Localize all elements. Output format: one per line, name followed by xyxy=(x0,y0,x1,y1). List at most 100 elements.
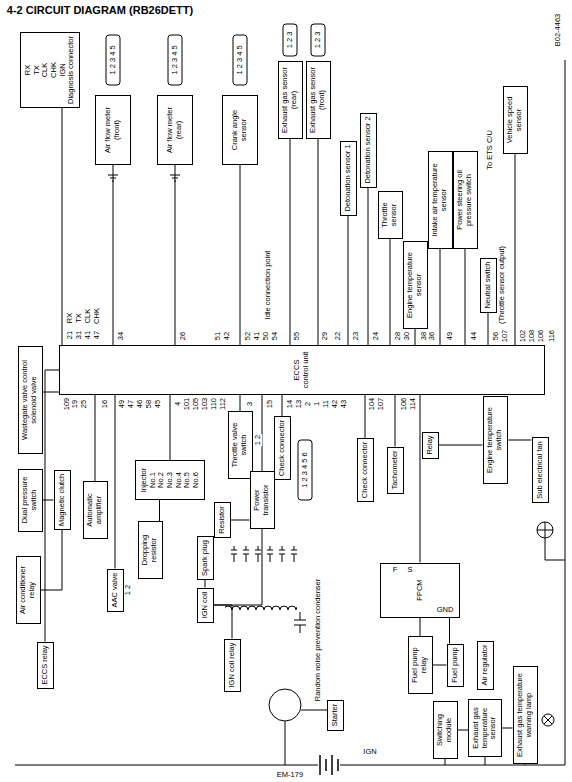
pin-number: 41 xyxy=(84,330,92,340)
part-label: CLK xyxy=(84,308,92,325)
wire xyxy=(415,329,416,345)
node-text: No.4 xyxy=(174,468,183,493)
wire xyxy=(175,165,176,345)
node-text: IGN coil relay xyxy=(228,642,237,687)
node-text: Fuel pump xyxy=(451,647,460,682)
node-text: FPCM xyxy=(416,579,425,600)
node-text: Spark plug xyxy=(201,540,210,576)
relay-box: IGN coil relay xyxy=(224,639,241,692)
wire xyxy=(214,605,233,639)
pin-number: 41 xyxy=(253,331,261,341)
connector-box: RXTXCLKCHKIGNDiagnosis connector xyxy=(20,32,80,108)
node-text: Dual pressure switch xyxy=(21,473,38,528)
regulator-box: Air regulator xyxy=(477,641,494,690)
connector-box: Check connector xyxy=(357,438,374,502)
wire xyxy=(285,710,329,765)
node-text: Check connector xyxy=(278,420,287,476)
part-label: RX xyxy=(66,312,74,324)
wire xyxy=(420,618,421,637)
sensor-box: Air flow meter (rear) xyxy=(157,95,193,165)
pin-number: 112 xyxy=(219,397,227,411)
part-label: EM-179 xyxy=(276,771,304,779)
switch-box: Dual pressure switch xyxy=(18,469,43,532)
pin-number: 51 xyxy=(214,331,222,341)
switch-box: Neutral switch xyxy=(480,258,497,313)
spark-plug-box: Spark plug xyxy=(197,536,214,580)
wire xyxy=(282,395,283,416)
condenser-symbol xyxy=(294,612,306,633)
pin-number: 107 xyxy=(501,329,509,344)
valve-box: AAC valve xyxy=(107,569,124,612)
pin-number: 11 xyxy=(322,399,330,409)
node-text: IGN coil xyxy=(201,592,210,619)
sensor-box: Engine temperature sensor xyxy=(403,241,428,329)
node-text: Starter xyxy=(331,704,340,727)
sensor-box: Detonation sensor 1 xyxy=(340,141,357,216)
relay-box: Air conditioner relay xyxy=(16,556,41,624)
wire xyxy=(433,665,447,666)
pin-number: 31 xyxy=(75,330,83,340)
pin-number: 44 xyxy=(470,331,478,341)
pin-number: 13 xyxy=(295,399,303,409)
wire xyxy=(488,313,489,346)
pin-number: 110 xyxy=(210,397,218,411)
wire xyxy=(318,139,319,345)
pin-number: 101 xyxy=(183,397,191,412)
wire xyxy=(240,395,241,411)
node-text: CHK xyxy=(50,36,59,104)
part-label: 1 2 3 4 5 xyxy=(236,44,244,75)
connector-box: Check connector xyxy=(274,416,291,480)
pin-number: 106 xyxy=(400,397,408,412)
node-text: Detonation sensor 2 xyxy=(364,116,373,183)
node-text: Air flow meter (front) xyxy=(104,105,121,155)
connector-symbol xyxy=(106,35,120,85)
node-text: Wastegate valve control solenoid valve xyxy=(21,350,38,450)
pin-number: 3 xyxy=(246,401,254,407)
wire xyxy=(395,395,396,447)
ground-bus xyxy=(15,765,565,766)
node-text: Exhaust gas sensor (rear) xyxy=(281,65,298,135)
wire xyxy=(62,108,63,345)
part-label: GND xyxy=(436,606,455,614)
node-text: RX xyxy=(24,36,33,104)
wire xyxy=(439,445,483,446)
node-text: IGN xyxy=(59,36,68,104)
connector-symbol xyxy=(283,24,297,56)
part-label: To ETS C/U xyxy=(486,129,494,171)
pin-number: 42 xyxy=(223,331,231,341)
wire xyxy=(231,520,250,521)
connector-symbol xyxy=(298,440,312,500)
part-label: 1 2 3 4 5 6 xyxy=(301,451,309,488)
node-text: No.3 xyxy=(166,468,175,493)
pin-number: 47 xyxy=(93,330,101,340)
node-text: Detonation sensor 1 xyxy=(344,144,353,211)
lamp-symbol xyxy=(542,714,554,726)
node-text: Engine temperature sensor xyxy=(406,245,423,325)
part-label: 1 2 3 4 5 xyxy=(109,44,117,75)
sensor-box: Intake air temperature sensor xyxy=(428,151,453,249)
node-text: No.1 xyxy=(148,468,157,493)
wire xyxy=(348,216,349,346)
wire xyxy=(365,395,366,438)
part-label: TX xyxy=(75,312,83,324)
pin-number: 22 xyxy=(334,331,342,341)
sensor-box: Air flow meter (front) xyxy=(95,95,131,165)
wire xyxy=(43,500,54,501)
wire xyxy=(368,188,369,346)
wire xyxy=(420,395,421,563)
node-text: Air regulator xyxy=(481,645,490,686)
pin-number: 108 xyxy=(528,329,536,344)
part-label: 1 2 xyxy=(254,434,262,446)
node-text: Resistor xyxy=(218,506,227,534)
lamp-symbol xyxy=(544,716,552,724)
node-text: No.5 xyxy=(183,468,192,493)
node-text: Magnetic clutch xyxy=(58,474,67,526)
wire xyxy=(170,395,171,460)
wire xyxy=(214,529,263,605)
wire xyxy=(115,395,116,569)
node-text: Dropping resistor xyxy=(141,525,158,575)
pin-number: 4 xyxy=(174,401,182,407)
node-text: Injector xyxy=(140,468,149,493)
pin-number: 104 xyxy=(368,397,376,412)
pin-number: 24 xyxy=(372,331,380,341)
